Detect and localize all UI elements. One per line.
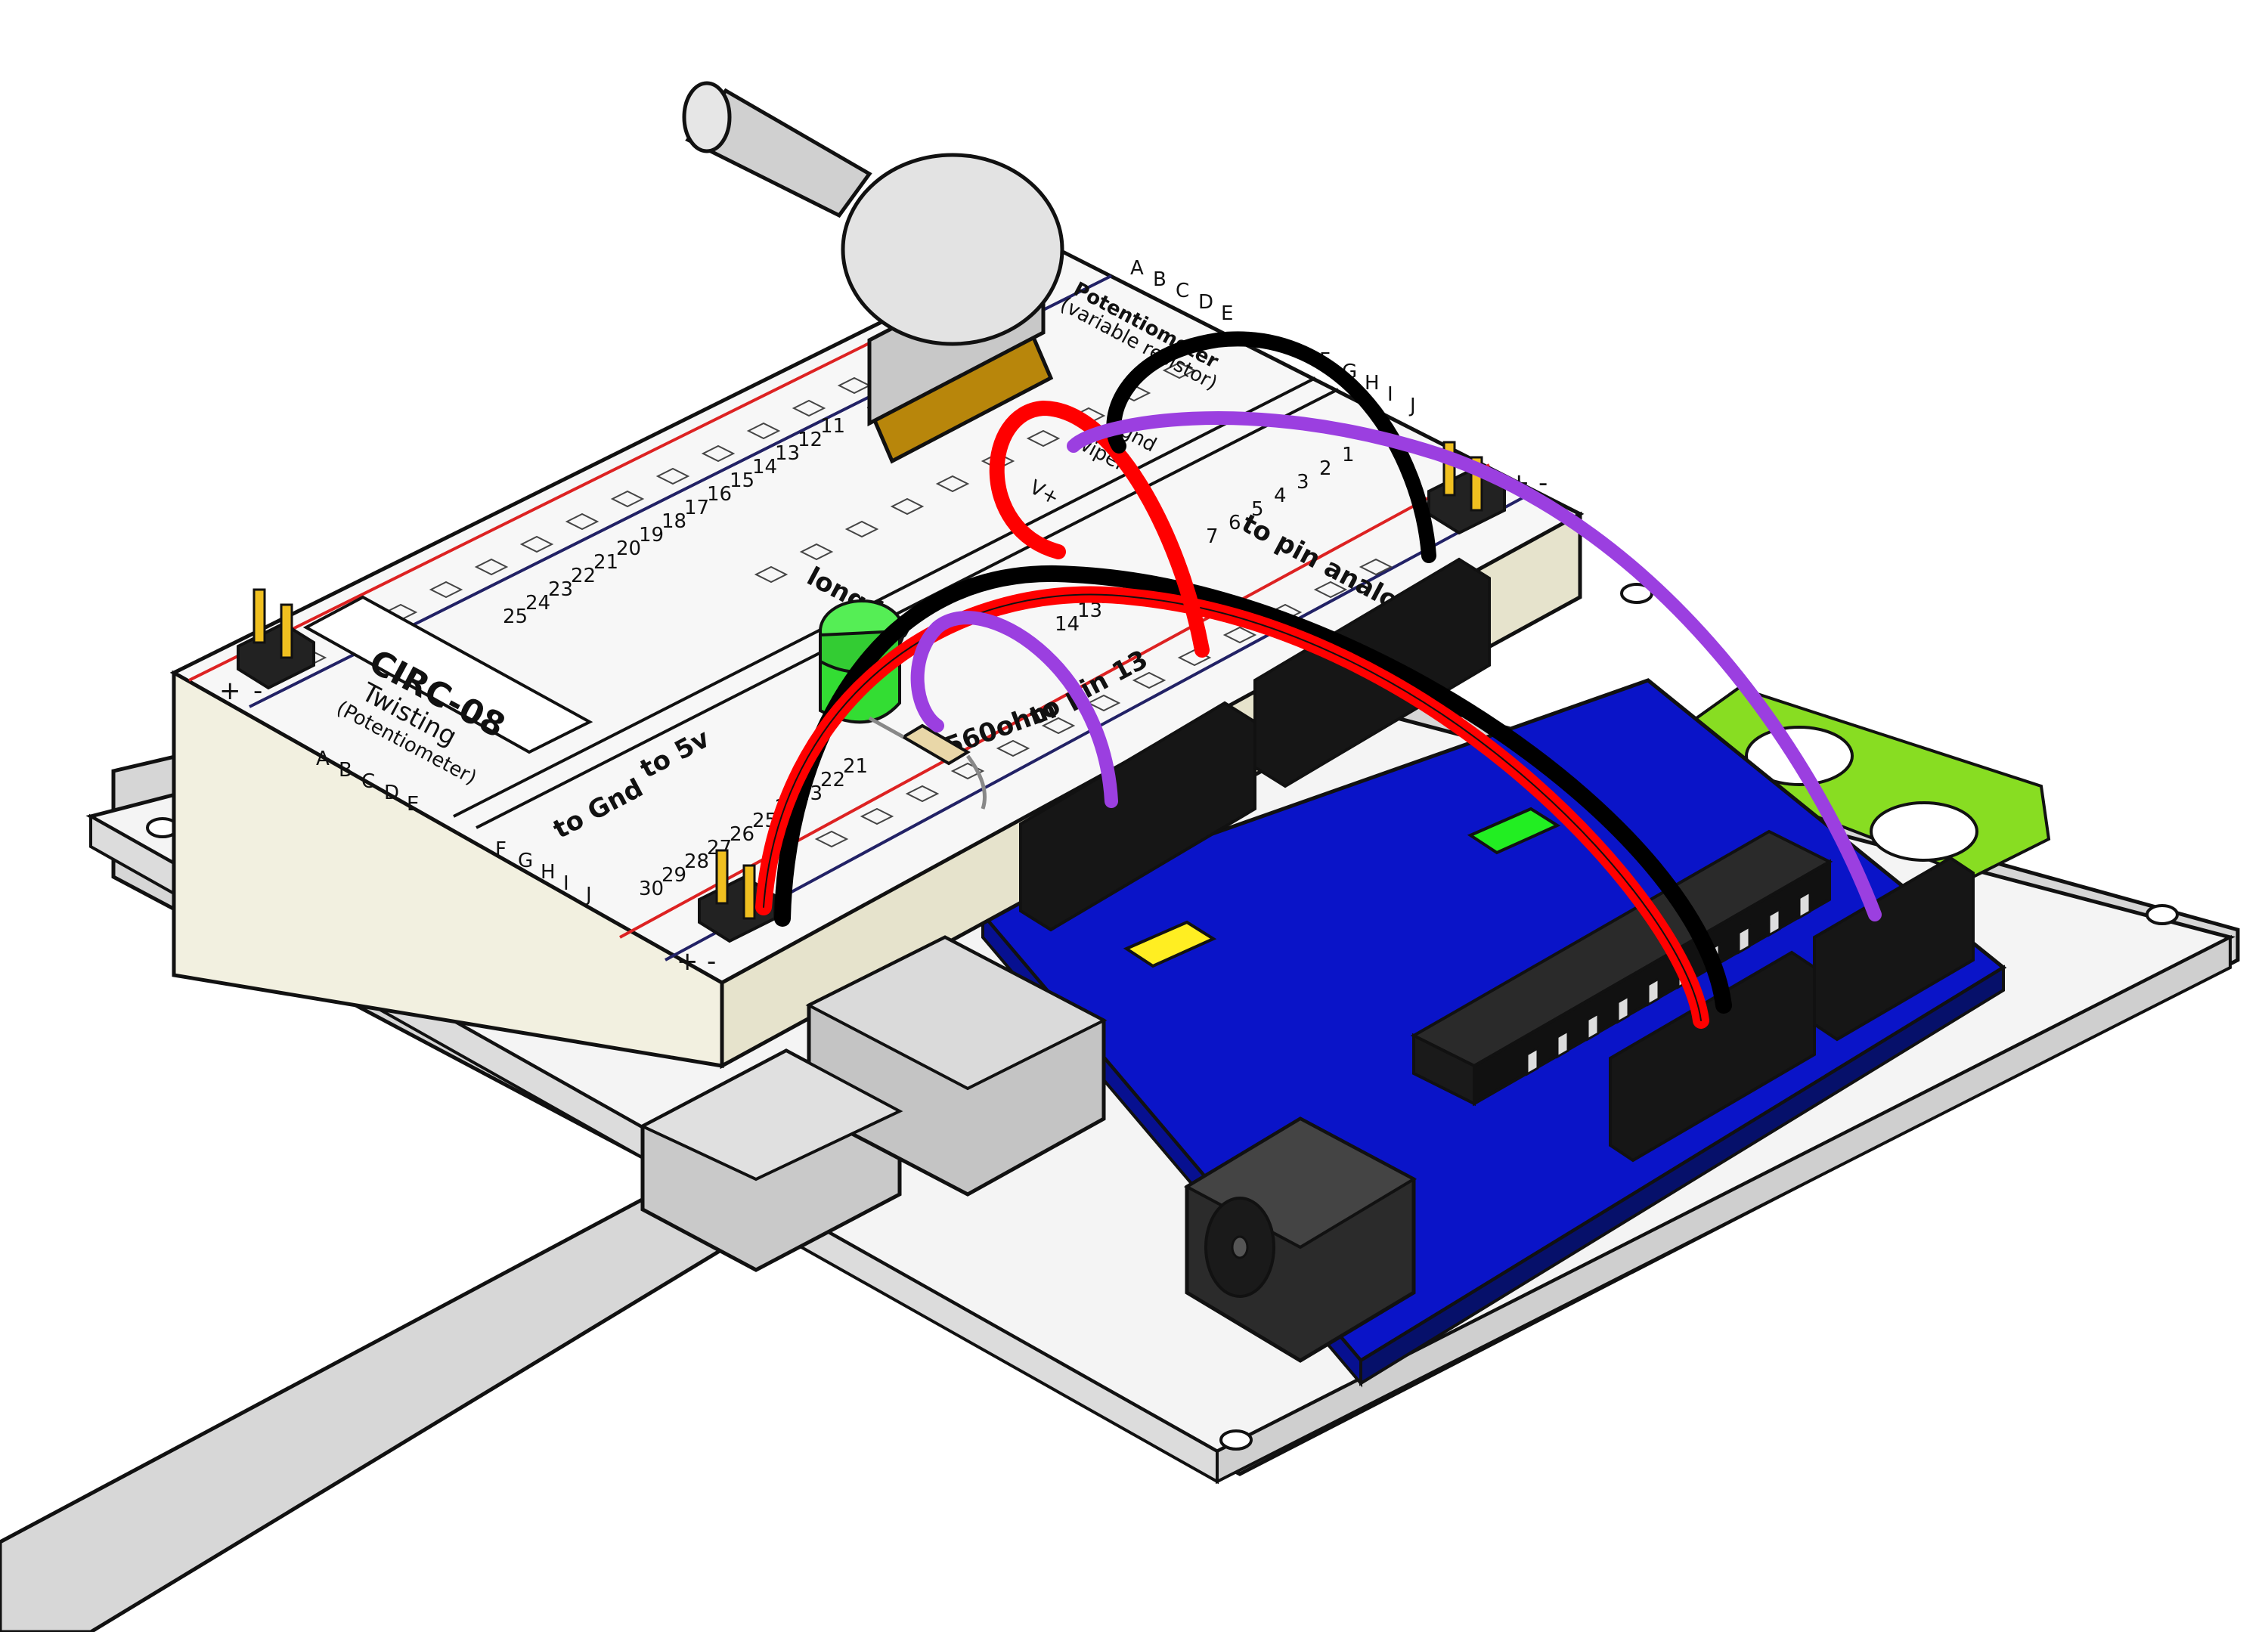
svg-text:7: 7 — [1206, 525, 1219, 548]
column-letters-left: A B C D E A B C D E — [316, 257, 1233, 816]
svg-text:26: 26 — [730, 823, 754, 846]
rail-plus-label: + — [677, 946, 699, 977]
svg-text:5: 5 — [1251, 498, 1264, 521]
svg-text:11: 11 — [820, 415, 845, 438]
svg-text:22: 22 — [820, 769, 845, 791]
svg-text:E: E — [1221, 302, 1233, 325]
svg-text:B: B — [1153, 268, 1167, 291]
svg-text:C: C — [361, 770, 375, 793]
svg-text:16: 16 — [707, 483, 732, 506]
rail-minus-label: - — [1538, 468, 1548, 498]
svg-text:18: 18 — [662, 510, 686, 533]
svg-text:23: 23 — [548, 578, 573, 601]
svg-text:D: D — [1198, 291, 1213, 314]
svg-text:H: H — [541, 861, 556, 884]
svg-text:A: A — [1130, 257, 1144, 280]
svg-text:J: J — [584, 884, 592, 906]
svg-text:C: C — [1176, 280, 1189, 302]
svg-text:20: 20 — [616, 537, 641, 560]
svg-text:13: 13 — [775, 442, 800, 465]
svg-text:E: E — [407, 793, 419, 816]
svg-text:B: B — [339, 759, 352, 782]
svg-text:21: 21 — [593, 551, 618, 574]
svg-text:24: 24 — [525, 592, 550, 615]
svg-text:22: 22 — [571, 565, 596, 587]
svg-text:I: I — [563, 872, 569, 895]
svg-text:G: G — [518, 850, 533, 872]
svg-text:1: 1 — [1342, 444, 1355, 466]
power-jack-icon — [1183, 1116, 1418, 1363]
usb-connector-icon — [0, 935, 1108, 1632]
svg-text:21: 21 — [843, 755, 868, 778]
svg-text:14: 14 — [1055, 613, 1080, 636]
mount-hole — [2146, 904, 2179, 925]
row-numbers: 11 12 13 14 15 16 17 18 19 20 21 22 23 2… — [503, 415, 845, 628]
svg-text:A: A — [316, 748, 330, 770]
svg-text:17: 17 — [684, 497, 709, 519]
svg-text:13: 13 — [1077, 599, 1102, 622]
svg-text:F: F — [495, 838, 507, 861]
wire-purple-pin13 — [910, 611, 1118, 808]
svg-text:30: 30 — [639, 878, 664, 900]
wire-red-pot — [989, 400, 1210, 658]
rail-minus-label: - — [707, 946, 716, 977]
svg-text:12: 12 — [798, 429, 823, 451]
svg-text:4: 4 — [1274, 485, 1287, 507]
svg-text:28: 28 — [684, 850, 709, 873]
svg-text:2: 2 — [1319, 457, 1332, 480]
svg-text:H: H — [1365, 372, 1380, 395]
board-led-yellow — [1123, 920, 1217, 968]
wire-black-pot — [1106, 331, 1436, 563]
svg-text:15: 15 — [730, 469, 754, 492]
rail-plus-label: + — [219, 676, 241, 706]
potentiometer-icon — [682, 81, 1064, 464]
svg-text:D: D — [384, 782, 399, 804]
svg-text:25: 25 — [503, 605, 528, 628]
svg-text:19: 19 — [639, 524, 664, 547]
wires — [755, 331, 1882, 1029]
svg-text:29: 29 — [662, 864, 686, 887]
svg-text:J: J — [1408, 395, 1416, 417]
svg-text:14: 14 — [752, 456, 777, 478]
mount-hole — [1219, 1429, 1253, 1451]
svg-text:3: 3 — [1297, 471, 1309, 494]
svg-text:6: 6 — [1228, 512, 1241, 534]
svg-text:I: I — [1387, 383, 1393, 406]
resistor-icon — [868, 716, 987, 810]
wire-purple-analog — [1067, 411, 1882, 921]
board-led-green — [1467, 807, 1561, 855]
